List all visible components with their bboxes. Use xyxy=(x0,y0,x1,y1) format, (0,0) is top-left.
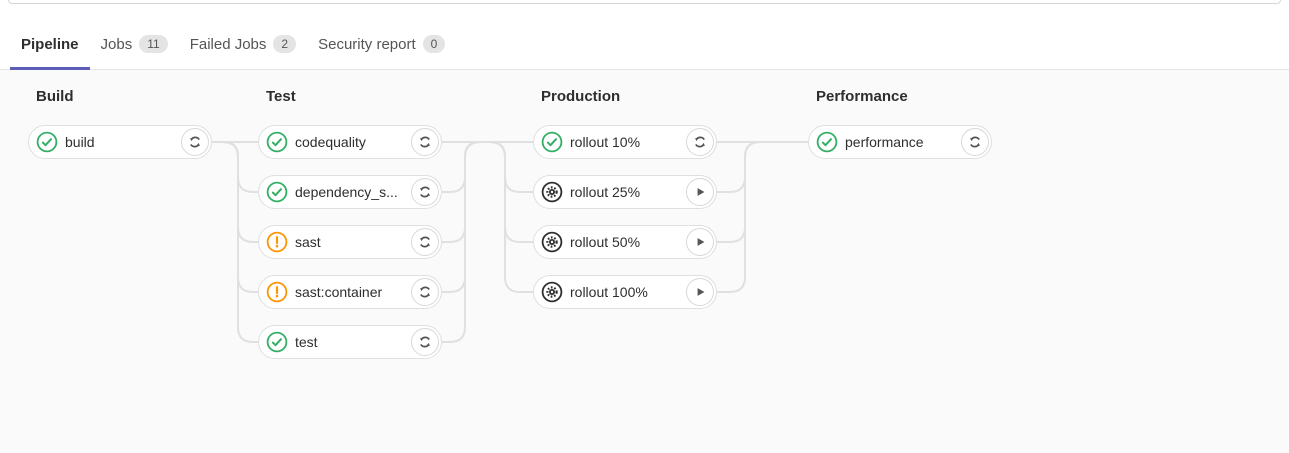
job-label: dependency_s... xyxy=(295,184,398,200)
job-sast-container[interactable]: sast:container xyxy=(258,275,442,309)
job-rollout-25[interactable]: rollout 25% xyxy=(533,175,717,209)
tab-pipeline-label: Pipeline xyxy=(21,36,79,53)
job-label: sast:container xyxy=(295,284,383,300)
success-status-icon xyxy=(266,331,288,353)
job-rollout-10[interactable]: rollout 10% xyxy=(533,125,717,159)
retry-button[interactable] xyxy=(411,178,439,206)
pipeline-tabs: Pipeline Jobs 11 Failed Jobs 2 Security … xyxy=(0,20,1289,70)
job-test[interactable]: test xyxy=(258,325,442,359)
stage-title-test: Test xyxy=(266,88,296,105)
jobs-count-badge: 11 xyxy=(139,35,168,53)
success-status-icon xyxy=(266,131,288,153)
stage-title-production: Production xyxy=(541,88,621,105)
retry-button[interactable] xyxy=(686,128,714,156)
job-label: rollout 100% xyxy=(570,284,648,300)
manual-status-icon xyxy=(541,231,563,253)
retry-button[interactable] xyxy=(411,328,439,356)
pipeline-connector-lines xyxy=(211,141,808,343)
retry-button[interactable] xyxy=(411,128,439,156)
job-label: rollout 10% xyxy=(570,134,641,150)
security-report-count-badge: 0 xyxy=(422,35,446,53)
tab-jobs-label: Jobs xyxy=(100,35,133,53)
tab-security-report[interactable]: Security report 0 xyxy=(307,22,456,70)
retry-button[interactable] xyxy=(181,128,209,156)
retry-button[interactable] xyxy=(961,128,989,156)
job-label: codequality xyxy=(295,134,366,150)
job-rollout-100[interactable]: rollout 100% xyxy=(533,275,717,309)
job-build[interactable]: build xyxy=(28,125,212,159)
retry-button[interactable] xyxy=(411,228,439,256)
failed-jobs-count-badge: 2 xyxy=(273,35,297,53)
success-status-icon xyxy=(541,131,563,153)
play-button[interactable] xyxy=(686,278,714,306)
job-rollout-50[interactable]: rollout 50% xyxy=(533,225,717,259)
play-button[interactable] xyxy=(686,178,714,206)
play-button[interactable] xyxy=(686,228,714,256)
job-label: build xyxy=(65,134,95,150)
tab-pipeline[interactable]: Pipeline xyxy=(10,23,90,70)
job-sast[interactable]: sast xyxy=(258,225,442,259)
stage-title-build: Build xyxy=(36,88,74,105)
warning-status-icon xyxy=(266,281,288,303)
job-label: test xyxy=(295,334,318,350)
job-label: rollout 50% xyxy=(570,234,641,250)
tab-security-report-label: Security report xyxy=(318,35,416,53)
job-performance[interactable]: performance xyxy=(808,125,992,159)
manual-status-icon xyxy=(541,281,563,303)
job-label: performance xyxy=(845,134,924,150)
success-status-icon xyxy=(36,131,58,153)
warning-status-icon xyxy=(266,231,288,253)
tab-jobs[interactable]: Jobs 11 xyxy=(90,22,179,70)
job-codequality[interactable]: codequality xyxy=(258,125,442,159)
header-card-bottom-edge xyxy=(8,0,1281,4)
tab-failed-jobs-label: Failed Jobs xyxy=(189,35,267,53)
job-label: sast xyxy=(295,234,321,250)
success-status-icon xyxy=(816,131,838,153)
pipeline-graph: Build Test Production Performance build … xyxy=(0,70,1289,453)
manual-status-icon xyxy=(541,181,563,203)
tab-failed-jobs[interactable]: Failed Jobs 2 xyxy=(179,22,307,70)
job-label: rollout 25% xyxy=(570,184,641,200)
success-status-icon xyxy=(266,181,288,203)
stage-title-performance: Performance xyxy=(816,88,908,105)
retry-button[interactable] xyxy=(411,278,439,306)
job-dependency-scanning[interactable]: dependency_s... xyxy=(258,175,442,209)
